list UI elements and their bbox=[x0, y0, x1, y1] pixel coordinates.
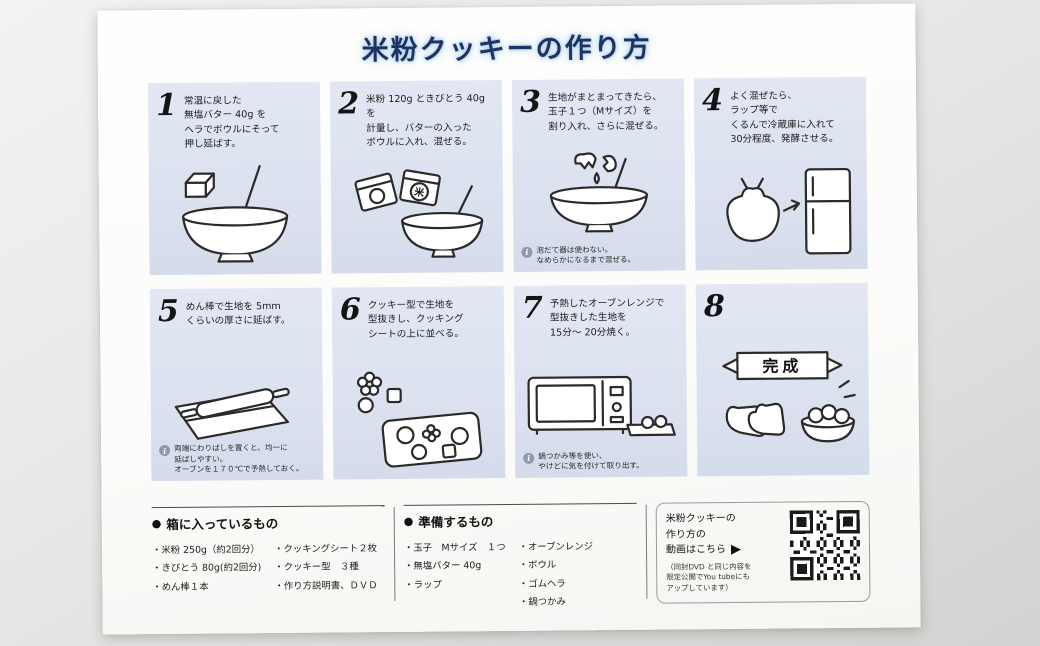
list-item: ・ゴムヘラ bbox=[518, 578, 566, 590]
step-text: 予熱したオーブンレンジで 型抜きした生地を 15分〜 20分焼く。 bbox=[549, 297, 665, 339]
round-cutter-icon bbox=[357, 397, 374, 414]
wrapped-dough-icon bbox=[726, 187, 780, 242]
qr-code bbox=[789, 509, 861, 581]
rice-flour-bag-icon: 米 bbox=[399, 169, 441, 207]
cookie-tray-icon bbox=[626, 414, 676, 437]
flour-bags-bowl-illustration: 米 bbox=[342, 160, 493, 267]
step-card-6: 6 クッキー型で生地を 型抜きし、クッキング シートの上に並べる。 bbox=[331, 286, 506, 480]
step-text: クッキー型で生地を 型抜きし、クッキング シートの上に並べる。 bbox=[367, 299, 464, 341]
oven-illustration bbox=[522, 355, 679, 444]
rice-bag-label: 米 bbox=[413, 185, 426, 200]
step-text: めん棒で生地を 5mm くらいの厚さに延ばす。 bbox=[185, 300, 291, 328]
step-card-8: 8 完成 bbox=[695, 282, 870, 477]
step-text: よく混ぜたら、 ラップ等で くるんで冷蔵庫に入れて 30分程度、発酵させる。 bbox=[729, 90, 839, 146]
step-number: 8 bbox=[703, 289, 725, 325]
step-card-2: 2 米粉 120g ときびとう 40g を 計量し、バターの入った ボウルに入れ… bbox=[329, 80, 504, 274]
egg-drop-icon bbox=[593, 172, 600, 185]
step-number: 2 bbox=[337, 86, 360, 122]
baking-sheet-icon bbox=[381, 411, 483, 468]
square-cutter-icon bbox=[386, 387, 402, 404]
step-card-5: 5 めん棒で生地を 5mm くらいの厚さに延ばす。 i 両端にわりばしを置くと、… bbox=[149, 287, 324, 482]
section-divider bbox=[645, 504, 648, 599]
step-number: 3 bbox=[519, 84, 542, 120]
step-card-4: 4 よく混ぜたら、 ラップ等で くるんで冷蔵庫に入れて 30分程度、発酵させる。 bbox=[693, 76, 868, 271]
step-note: i 泡だて器は使わない。 なめらかになるまで混ぜる。 bbox=[521, 244, 681, 267]
rolling-pin-icon bbox=[180, 387, 290, 419]
step-card-1: 1 常温に戻した 無塩バター 40g を ヘラでボウルにそって 押し延ばす。 bbox=[147, 81, 322, 276]
list-item: ・玉子 Mサイズ １つ bbox=[403, 542, 506, 554]
butter-cube-icon bbox=[184, 181, 208, 198]
step-number: 6 bbox=[339, 292, 361, 328]
bullet-icon: ● bbox=[151, 517, 162, 531]
step-text: 生地がまとまってきたら、 玉子１つ（Mサイズ）を 割り入れ、さらに混ぜる。 bbox=[547, 91, 664, 133]
box-contents-section: ● 箱に入っているもの ・米粉 250g（約2回分） ・きびとう 80g(約2回… bbox=[151, 505, 386, 598]
list-item: ・ボウル bbox=[518, 559, 557, 572]
wrap-fridge-illustration bbox=[706, 157, 857, 264]
list-item: ・鍋つかみ bbox=[518, 596, 566, 608]
list-item: ・オーブンレンジ bbox=[518, 541, 594, 553]
list-item: ・ラップ bbox=[404, 579, 442, 591]
info-icon: i bbox=[523, 452, 535, 464]
sparkle-icon bbox=[838, 379, 850, 389]
info-icon: i bbox=[521, 246, 533, 258]
bottom-section: ● 箱に入っているもの ・米粉 250g（約2回分） ・きびとう 80g(約2回… bbox=[151, 500, 871, 616]
video-note: （同封DVD と同じ内容を 限定公開でYou tubeにも アップしています） bbox=[666, 561, 752, 593]
list-item: ・きびとう 80g(約2回分) bbox=[152, 562, 262, 575]
video-info-box: 米粉クッキーの 作り方の 動画はこちら ▶ （同封DVD と同じ内容を 限定公開… bbox=[655, 500, 871, 604]
step-card-3: 3 生地がまとまってきたら、 玉子１つ（Mサイズ）を 割り入れ、さらに混ぜる。 … bbox=[511, 78, 686, 272]
section-title: 箱に入っているもの bbox=[166, 516, 279, 532]
steps-grid: 1 常温に戻した 無塩バター 40g を ヘラでボウルにそって 押し延ばす。 2 bbox=[147, 76, 870, 482]
list-item: ・米粉 250g（約2回分） bbox=[151, 544, 260, 557]
video-text: 作り方の bbox=[665, 528, 706, 541]
flower-cutter-icon bbox=[356, 371, 383, 396]
banner-label: 完成 bbox=[762, 356, 802, 375]
cookie-cutter-illustration bbox=[343, 366, 494, 473]
step-note: i 鍋つかみ等を使い、 やけどに気を付けて取り出す。 bbox=[523, 450, 683, 473]
step-note: i 両端にわりばしを置くと、均一に 延ばしやすい。 オーブンを１７０℃で予熱して… bbox=[159, 443, 319, 476]
list-item: ・クッキー型 ３種 bbox=[274, 561, 359, 574]
step-number: 4 bbox=[701, 83, 724, 119]
bullet-icon: ● bbox=[403, 514, 414, 528]
step-number: 1 bbox=[155, 87, 178, 124]
play-arrow-icon: ▶ bbox=[730, 542, 742, 558]
arrow-icon bbox=[782, 202, 801, 212]
list-item: ・作り方説明書、ＤＶＤ bbox=[274, 579, 378, 592]
video-text: 米粉クッキーの bbox=[665, 513, 736, 525]
spatula-icon bbox=[242, 165, 261, 214]
butter-bowl-illustration bbox=[160, 162, 311, 269]
video-text: 動画はこちら bbox=[665, 544, 727, 556]
step-number: 7 bbox=[521, 290, 543, 326]
fridge-icon bbox=[804, 167, 852, 255]
finished-cookies-illustration: 完成 bbox=[707, 343, 858, 466]
step-number: 5 bbox=[157, 293, 179, 330]
step-text: 米粉 120g ときびとう 40g を 計量し、バターの入った ボウルに入れ、混… bbox=[365, 93, 486, 149]
sugar-bag-icon bbox=[354, 172, 398, 212]
chopstick-icon bbox=[184, 404, 275, 422]
page-title: 米粉クッキーの作り方 bbox=[361, 32, 652, 67]
egg-shell-icon bbox=[574, 152, 597, 170]
step-card-7: 7 予熱したオーブンレンジで 型抜きした生地を 15分〜 20分焼く。 bbox=[513, 284, 688, 478]
info-icon: i bbox=[159, 445, 171, 457]
section-title: 準備するもの bbox=[418, 514, 494, 530]
list-item: ・無塩バター 40g bbox=[404, 560, 482, 573]
prepare-section: ● 準備するもの ・玉子 Mサイズ １つ ・無塩バター 40g ・ラップ ・オー… bbox=[403, 502, 638, 614]
list-item: ・めん棒１本 bbox=[152, 581, 209, 593]
list-item: ・クッキングシート２枚 bbox=[274, 543, 378, 556]
recipe-sheet: 米粉クッキーの作り方 1 常温に戻した 無塩バター 40g を ヘラでボウルにそ… bbox=[97, 3, 921, 635]
rolling-pin-illustration bbox=[161, 358, 312, 447]
step-text: 常温に戻した 無塩バター 40g を ヘラでボウルにそって 押し延ばす。 bbox=[183, 95, 280, 150]
section-divider bbox=[393, 507, 396, 602]
egg-bowl-illustration bbox=[524, 149, 675, 238]
